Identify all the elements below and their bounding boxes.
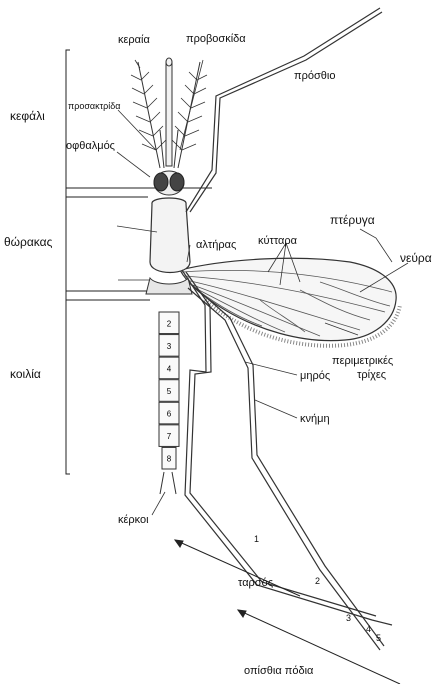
- head: [154, 171, 184, 195]
- label-wing: πτέρυγα: [330, 214, 375, 226]
- label-thorax: θώρακας: [4, 236, 52, 248]
- label-foreleg: πρόσθιο: [294, 71, 335, 82]
- abdomen-segment-number: 4: [167, 364, 172, 373]
- label-cells: κύτταρα: [258, 236, 297, 247]
- label-fringe-line1: περιμετρικές: [332, 354, 393, 368]
- label-femur: μηρός: [300, 371, 330, 382]
- label-fringe-line2: τρίχες: [332, 368, 393, 382]
- wing: [180, 258, 400, 345]
- label-tarsus: ταρσός: [238, 578, 273, 589]
- label-abdomen: κοιλία: [10, 368, 41, 380]
- tarsus-number: 2: [315, 577, 320, 586]
- abdomen-segment-number: 7: [167, 432, 172, 441]
- label-head: κεφάλι: [10, 110, 45, 122]
- abdomen-segment-number: 6: [167, 410, 172, 419]
- abdomen-segment-number: 5: [167, 387, 172, 396]
- label-tibia: κνήμη: [300, 414, 330, 425]
- label-fringe: περιμετρικές τρίχες: [332, 354, 393, 383]
- tarsus-number: 5: [376, 634, 381, 643]
- abdomen-segment-number: 2: [167, 319, 172, 328]
- tarsus-number: 4: [366, 625, 371, 634]
- cerci: [160, 472, 176, 494]
- thorax: [146, 198, 192, 294]
- tarsus-number: 3: [346, 614, 351, 623]
- label-cerci: κέρκοι: [118, 515, 149, 526]
- abdomen-segment-number: 3: [167, 342, 172, 351]
- label-eye: οφθαλμός: [66, 141, 115, 152]
- label-hind-legs: οπίσθια πόδια: [244, 666, 313, 677]
- label-proboscis: προβοσκίδα: [186, 34, 246, 45]
- tarsus-arrows: [175, 540, 400, 684]
- label-antenna: κεραία: [118, 35, 150, 46]
- proboscis: [166, 58, 172, 166]
- label-palp: προσακτρίδα: [68, 102, 120, 111]
- abdomen-segment-number: 8: [167, 455, 172, 464]
- label-haltere: αλτήρας: [196, 240, 236, 251]
- tarsus-number: 1: [254, 535, 259, 544]
- abdomen: 2 3 4 5 6 7 8: [159, 312, 179, 494]
- label-veins: νεύρα: [400, 252, 432, 264]
